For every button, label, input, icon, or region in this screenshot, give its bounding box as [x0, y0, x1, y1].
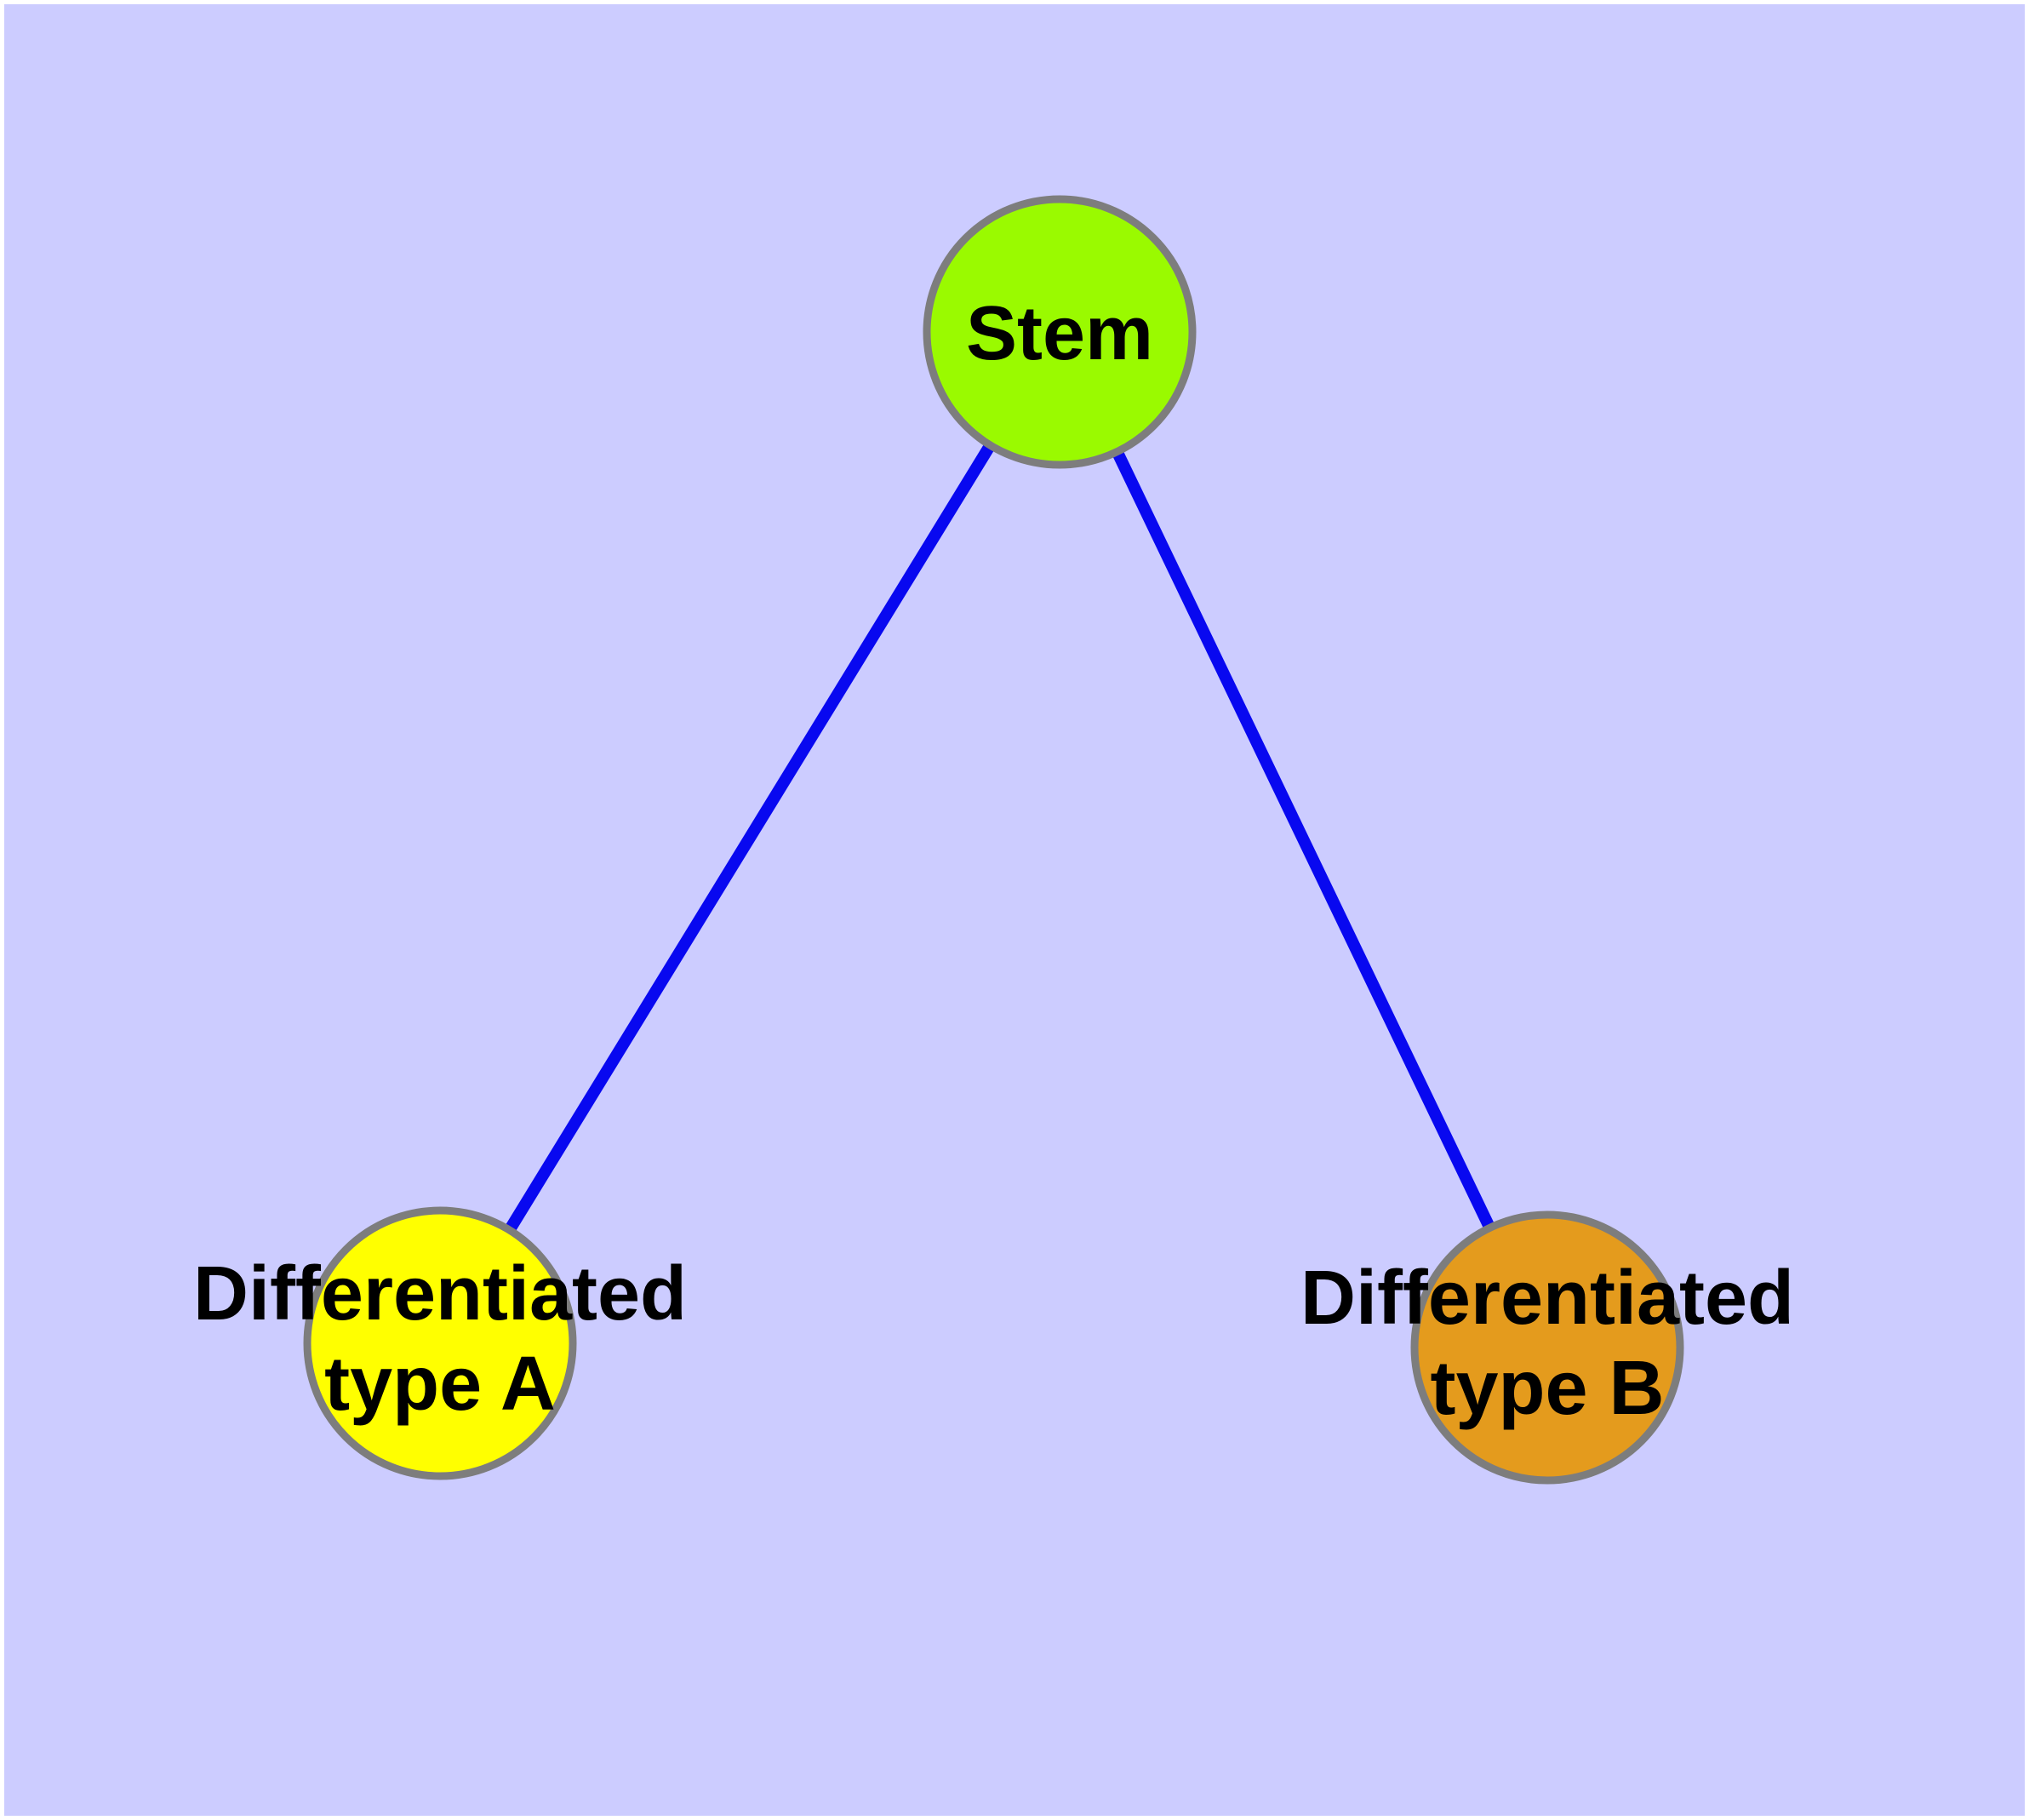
- node-circle-stem: [923, 195, 1197, 469]
- node-label-line: Differentiated: [193, 1251, 687, 1336]
- node-label-stem: Stem: [966, 291, 1153, 376]
- edge-stem-diff-b: [1054, 329, 1553, 1351]
- node-circle-diff-b: [1410, 1210, 1684, 1485]
- node-label-line: type B: [1430, 1346, 1664, 1431]
- node-circle-diff-a: [303, 1206, 577, 1480]
- node-label-line: type A: [324, 1342, 556, 1427]
- node-label-line: Stem: [966, 291, 1153, 376]
- node-label-line: Differentiated: [1300, 1256, 1794, 1341]
- edge-stem-diff-a: [435, 329, 1065, 1347]
